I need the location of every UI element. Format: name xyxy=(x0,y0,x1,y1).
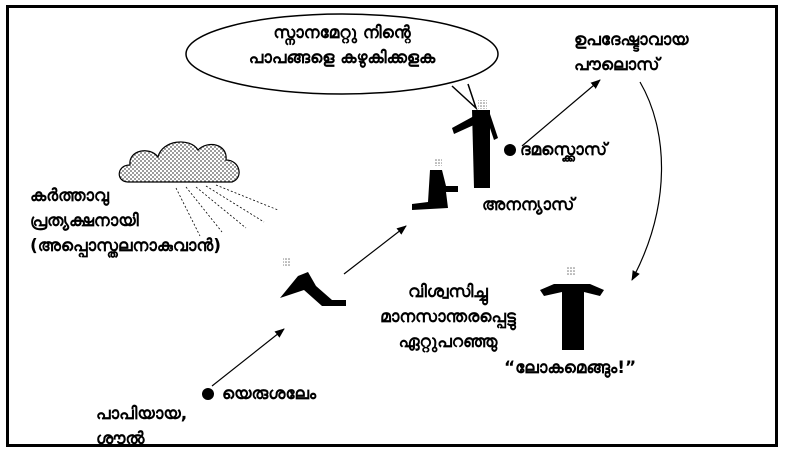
believed-line-2: മാനസാന്തരപ്പെട്ടു xyxy=(380,307,516,327)
lord-appeared-line-2: പ്രത്യക്ഷനായി xyxy=(30,211,139,231)
jerusalem-label: യെരുശലേം xyxy=(222,384,317,404)
paul-preacher-label: ഉപദേഷ്ടാവായ പൗലൊസ് xyxy=(574,28,689,78)
bowed-figure-icon xyxy=(280,258,346,306)
sinner-saul-label: പാപിയായ, ശൗൽ xyxy=(96,402,187,452)
speech-bubble-text: സ്നാനമേറ്റു നിന്റെ പാപങ്ങളെ കഴുകിക്കളക xyxy=(236,21,448,71)
damascus-label: ദമസ്ക്കൊസ് xyxy=(520,140,608,160)
progress-arrows xyxy=(211,79,663,387)
ananias-figure-icon xyxy=(452,100,498,188)
paul-preacher-line-2: പൗലൊസ് xyxy=(574,55,660,75)
sinner-line-2: ശൗൽ xyxy=(96,429,145,449)
damascus-dot xyxy=(504,144,516,156)
paul-preacher-line-1: ഉപദേഷ്ടാവായ xyxy=(574,30,689,50)
lord-appeared-line-1: കർത്താവു xyxy=(30,186,109,206)
lord-appeared-line-3: (അപ്പൊസ്തലനാകുവാൻ) xyxy=(30,236,222,256)
arrow-believed-to-ananias xyxy=(343,225,407,275)
speech-bubble xyxy=(185,13,499,111)
diagram-frame xyxy=(6,5,778,447)
lord-appeared-label: കർത്താവു പ്രത്യക്ഷനായി (അപ്പൊസ്തലനാകുവാൻ… xyxy=(30,184,221,259)
arrow-paul-to-world xyxy=(631,81,663,281)
speech-line-2: പാപങ്ങളെ കഴുകിക്കളക xyxy=(248,48,436,68)
world-label: “ലോകമെങ്ങും!” xyxy=(504,358,637,378)
light-rays xyxy=(175,184,279,237)
ananias-label: അനന്യാസ് xyxy=(482,195,575,215)
paul-figure-icon xyxy=(540,267,604,350)
believed-label: വിശ്വസിച്ചു മാനസാന്തരപ്പെട്ടു ഏറ്റുപറഞ്ഞ… xyxy=(360,280,536,355)
believed-line-3: ഏറ്റുപറഞ്ഞു xyxy=(398,332,498,352)
jerusalem-dot xyxy=(202,388,214,400)
arrow-sinner-to-kneeling xyxy=(211,328,285,387)
cloud-icon xyxy=(118,141,240,183)
kneeling-figure-icon xyxy=(412,158,458,210)
sinner-line-1: പാപിയായ, xyxy=(96,404,188,424)
arrow-damascus-to-paul xyxy=(521,79,601,147)
believed-line-1: വിശ്വസിച്ചു xyxy=(408,282,488,302)
speech-line-1: സ്നാനമേറ്റു നിന്റെ xyxy=(273,23,411,43)
